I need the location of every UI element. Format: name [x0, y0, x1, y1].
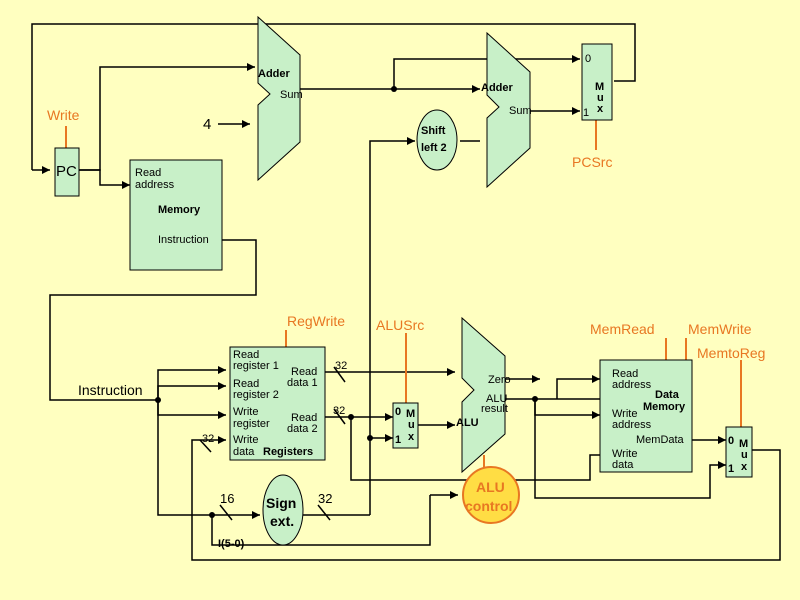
branch-adder-sum: Sum	[509, 105, 532, 117]
alu-control: ALU control	[462, 466, 520, 524]
imem-title: Memory	[158, 204, 201, 216]
dmem-title-line1: Data	[655, 389, 680, 401]
width-write: 32	[202, 433, 214, 445]
shift-left-2: Shift left 2	[416, 109, 458, 171]
reg-read1-line1: Read	[233, 349, 259, 361]
pc-mux: 0 1 M u x	[581, 43, 613, 121]
shift-line2: left 2	[421, 142, 447, 154]
regwrite-label: RegWrite	[287, 313, 345, 329]
dmem-memdata: MemData	[636, 434, 685, 446]
reg-title: Registers	[263, 446, 313, 458]
reg-data2-line1: Read	[291, 412, 317, 424]
pc-label: PC	[56, 163, 77, 180]
branch-adder-title: Adder	[481, 82, 514, 94]
control-lines	[65, 120, 742, 472]
reg-writedata-line1: Write	[233, 434, 258, 446]
wb-mux-m: M	[739, 438, 748, 450]
pc-mux-in0: 0	[585, 53, 591, 65]
reg-read2-line1: Read	[233, 378, 259, 390]
dmem-writeaddr-line1: Write	[612, 408, 637, 420]
pcsrc-label: PCSrc	[572, 154, 612, 170]
instruction-label: Instruction	[78, 382, 143, 398]
memread-label: MemRead	[590, 321, 655, 337]
alu-title: ALU	[456, 417, 479, 429]
sign-out-width: 32	[318, 491, 332, 506]
junctions	[155, 86, 538, 518]
dmem-writedata-line1: Write	[612, 448, 637, 460]
wb-mux-in0: 0	[728, 435, 734, 447]
reg-writedata-line2: data	[233, 446, 255, 458]
sign-extend: Sign ext.	[262, 474, 304, 546]
memtoreg-mux: 0 1 M u x	[725, 426, 753, 478]
width-data1: 32	[335, 360, 347, 372]
dmem-read-line2: address	[612, 379, 652, 391]
alu-result-line1: ALU	[486, 393, 507, 405]
alusrc-label: ALUSrc	[376, 317, 424, 333]
reg-data1-line2: data 1	[287, 377, 318, 389]
pc-write-label: Write	[47, 107, 80, 123]
wb-mux-in1: 1	[728, 463, 734, 475]
wires	[31, 23, 781, 561]
reg-data2-line2: data 2	[287, 423, 318, 435]
instruction-memory: Read address Memory Instruction	[129, 159, 223, 271]
imem-read-line2: address	[135, 179, 175, 191]
alu: Zero ALU result ALU	[456, 316, 511, 474]
reg-read1-line2: register 1	[233, 360, 279, 372]
pc-adder-sum: Sum	[280, 89, 303, 101]
memwrite-label: MemWrite	[688, 321, 752, 337]
alu-mux-m: M	[406, 408, 415, 420]
reg-read2-line2: register 2	[233, 389, 279, 401]
dmem-writedata-line2: data	[612, 459, 634, 471]
alu-mux-in1: 1	[395, 434, 401, 446]
data-memory: Read address Data Memory Write address M…	[599, 359, 693, 473]
pc-mux-x: x	[597, 103, 604, 115]
alu-result-line2: result	[481, 403, 508, 415]
alu-mux-x: x	[408, 431, 415, 443]
alu-control-line2: control	[465, 498, 512, 514]
sign-line1: Sign	[266, 495, 296, 511]
alu-control-line1: ALU	[476, 479, 505, 495]
pc-adder-title: Adder	[258, 68, 291, 80]
constant-four: 4	[203, 116, 211, 133]
dmem-writeaddr-line2: address	[612, 419, 652, 431]
alu-mux-u: u	[408, 419, 415, 431]
wb-mux-u: u	[741, 449, 748, 461]
pc-mux-u: u	[597, 92, 604, 104]
register-file: Read register 1 Read register 2 Write re…	[229, 346, 326, 461]
pc-mux-m: M	[595, 81, 604, 93]
reg-data1-line1: Read	[291, 366, 317, 378]
sign-line2: ext.	[270, 513, 294, 529]
pc-mux-in1: 1	[583, 107, 589, 119]
width-data2: 32	[333, 405, 345, 417]
reg-writereg-line1: Write	[233, 406, 258, 418]
dmem-title-line2: Memory	[643, 401, 686, 413]
alu-mux-in0: 0	[395, 406, 401, 418]
wb-mux-x: x	[741, 461, 748, 473]
alu-zero: Zero	[488, 374, 511, 386]
bus-slashes	[199, 366, 346, 521]
alusrc-mux: 0 1 M u x	[392, 402, 419, 449]
dmem-read-line1: Read	[612, 368, 638, 380]
branch-adder: Adder Sum	[481, 31, 532, 189]
reg-writereg-line2: register	[233, 418, 270, 430]
imem-instruction: Instruction	[158, 234, 209, 246]
arrowheads	[42, 55, 726, 519]
funct-field: I(5-0)	[218, 538, 245, 550]
memtoreg-label: MemtoReg	[697, 345, 765, 361]
pc-register: PC	[54, 147, 80, 197]
pc-adder: Adder Sum	[257, 15, 303, 182]
sign-in-width: 16	[220, 491, 234, 506]
imem-read-line1: Read	[135, 167, 161, 179]
shift-line1: Shift	[421, 125, 446, 137]
